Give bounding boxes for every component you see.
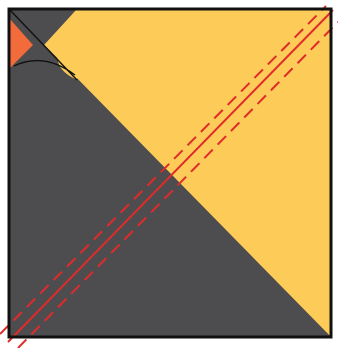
diagram-canvas (0, 0, 338, 348)
